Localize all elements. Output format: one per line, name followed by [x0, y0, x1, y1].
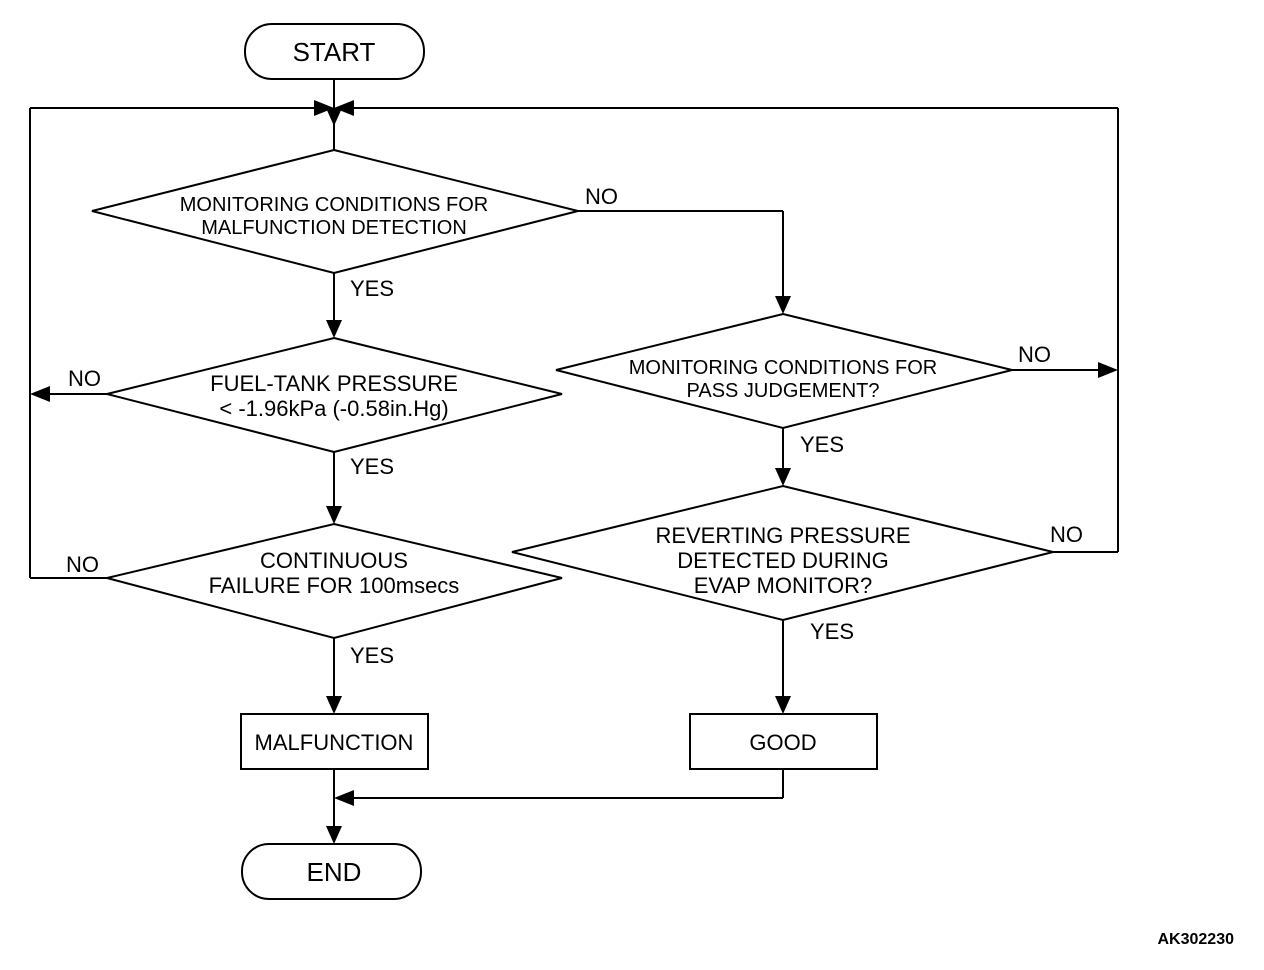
- arrow-into-d2: [326, 320, 342, 338]
- arrow-left-loop-merge: [314, 100, 334, 116]
- d4-yes-label: YES: [800, 432, 844, 457]
- d1-no-label: NO: [585, 184, 618, 209]
- d5-line3: EVAP MONITOR?: [694, 573, 873, 598]
- arrow-into-malfunction: [326, 696, 342, 714]
- good-label: GOOD: [749, 730, 816, 755]
- decision-continuous-failure: [106, 522, 563, 640]
- d5-line2: DETECTED DURING: [677, 548, 888, 573]
- start-label: START: [293, 37, 376, 67]
- d2-no-label: NO: [68, 366, 101, 391]
- end-label: END: [307, 857, 362, 887]
- process-malfunction: [240, 713, 429, 770]
- d3-no-label: NO: [66, 552, 99, 577]
- arrow-into-d5: [775, 468, 791, 486]
- d5-no-label: NO: [1050, 522, 1083, 547]
- figure-code: AK302230: [1158, 931, 1235, 948]
- arrow-good-merge: [334, 790, 354, 806]
- d2-line1: FUEL-TANK PRESSURE: [210, 371, 458, 396]
- process-good: [689, 713, 878, 770]
- end-terminal: [241, 843, 422, 900]
- arrow-d2-no-left: [30, 386, 50, 402]
- decision-malfunction-monitoring: [91, 148, 579, 275]
- arrowheads: [30, 100, 1118, 844]
- arrow-d4-no-right: [1098, 362, 1118, 378]
- d3-yes-label: YES: [350, 643, 394, 668]
- d5-yes-label: YES: [810, 619, 854, 644]
- d2-line2: < -1.96kPa (-0.58in.Hg): [219, 396, 448, 421]
- malfunction-label: MALFUNCTION: [255, 730, 414, 755]
- decision-reverting-pressure: [511, 484, 1054, 622]
- d5-line1: REVERTING PRESSURE: [655, 523, 910, 548]
- d4-line2: PASS JUDGEMENT?: [687, 380, 880, 402]
- arrow-into-end: [326, 826, 342, 844]
- arrow-into-spine: [326, 108, 342, 126]
- decision-fuel-tank-pressure: [106, 336, 563, 454]
- d4-no-label: NO: [1018, 342, 1051, 367]
- d3-line1: CONTINUOUS: [260, 548, 408, 573]
- connector-lines: [29, 80, 1119, 828]
- d3-line2: FAILURE FOR 100msecs: [209, 573, 460, 598]
- arrow-into-d3: [326, 506, 342, 524]
- arrow-into-d4: [775, 296, 791, 314]
- d1-yes-label: YES: [350, 276, 394, 301]
- decision-pass-monitoring: [555, 312, 1013, 430]
- start-terminal: [244, 23, 425, 80]
- d2-yes-label: YES: [350, 454, 394, 479]
- arrow-right-loop-merge: [334, 100, 354, 116]
- d4-line1: MONITORING CONDITIONS FOR: [629, 357, 938, 379]
- arrow-into-good: [775, 696, 791, 714]
- d1-line2: MALFUNCTION DETECTION: [201, 217, 467, 239]
- d1-line1: MONITORING CONDITIONS FOR: [180, 194, 489, 216]
